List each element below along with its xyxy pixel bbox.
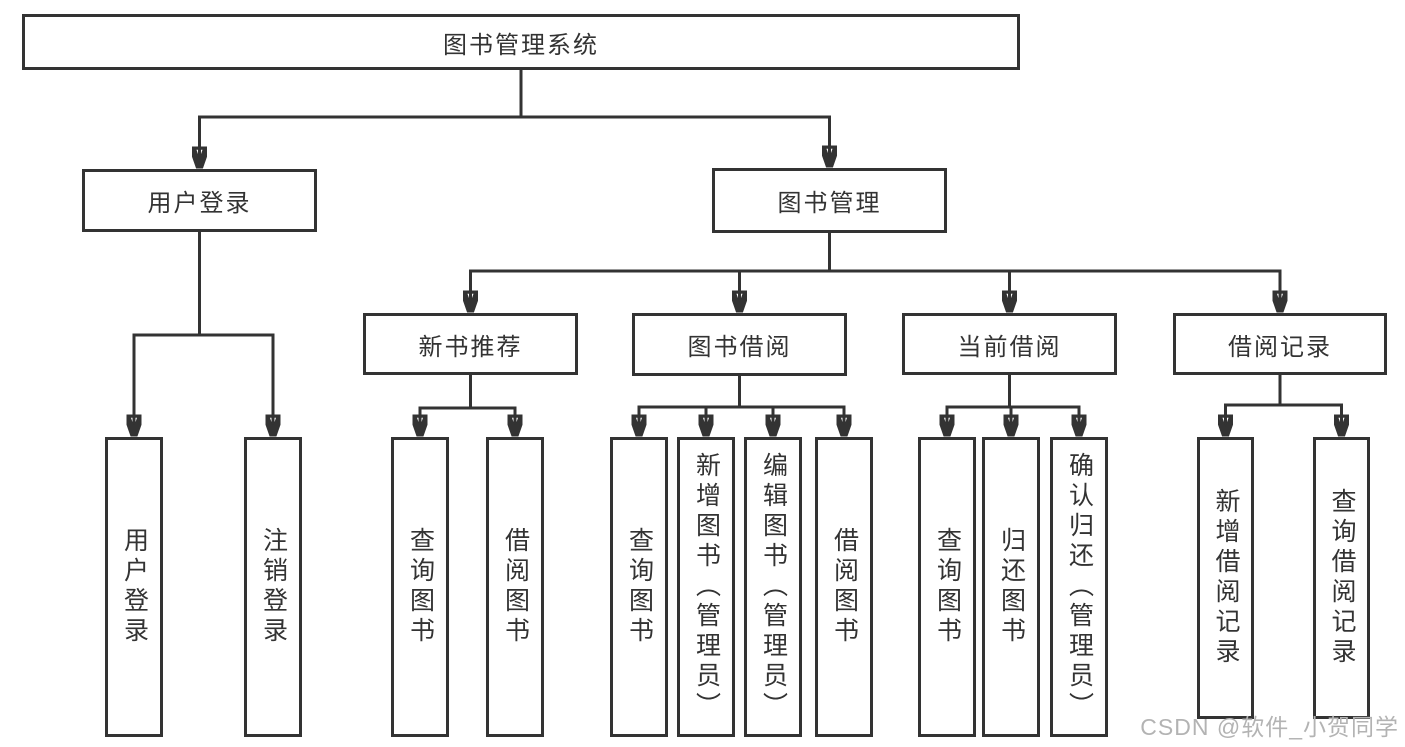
leaf-edit-books-admin: 编辑图书（管理员） [744, 437, 802, 737]
node-book-borrow: 图书借阅 [632, 313, 847, 376]
node-label: 图书借阅 [687, 334, 792, 361]
leaf-confirm-return-admin: 确认归还（管理员） [1050, 437, 1108, 737]
leaf-add-borrow-record: 新增借阅记录 [1197, 437, 1254, 719]
leaf-label: 查询图书 [406, 527, 435, 647]
leaf-label: 用户登录 [120, 527, 149, 647]
leaf-label: 确认归还（管理员） [1065, 452, 1094, 722]
node-current-borrow: 当前借阅 [902, 313, 1117, 375]
leaf-search-books-current: 查询图书 [918, 437, 976, 737]
leaf-add-books-admin: 新增图书（管理员） [677, 437, 735, 737]
leaf-label: 借阅图书 [830, 527, 859, 647]
borrow-records-connectors [1226, 375, 1342, 433]
leaf-label: 归还图书 [997, 527, 1026, 647]
leaf-label: 查询图书 [625, 527, 654, 647]
leaf-label: 编辑图书（管理员） [759, 452, 788, 722]
leaf-label: 注销登录 [259, 527, 288, 647]
node-book-management: 图书管理 [712, 168, 947, 233]
current-borrow-connectors [947, 375, 1079, 433]
leaf-label: 新增图书（管理员） [692, 452, 721, 722]
node-label: 当前借阅 [957, 333, 1062, 361]
leaf-borrow-books-recommend: 借阅图书 [486, 437, 544, 737]
csdn-watermark: CSDN @软件_小贺同学 [1140, 714, 1399, 740]
book-borrow-connectors [639, 376, 844, 433]
node-borrow-records: 借阅记录 [1173, 313, 1387, 375]
leaf-search-books-recommend: 查询图书 [391, 437, 449, 737]
root-to-level2-connectors [200, 70, 830, 165]
node-label: 用户登录 [147, 190, 252, 217]
leaf-label: 查询图书 [933, 527, 962, 647]
new-book-recommend-connectors [420, 375, 515, 433]
node-user-login: 用户登录 [82, 169, 317, 232]
leaf-search-borrow-record: 查询借阅记录 [1313, 437, 1370, 719]
leaf-user-login: 用户登录 [105, 437, 163, 737]
leaf-borrow-books: 借阅图书 [815, 437, 873, 737]
leaf-label: 查询借阅记录 [1328, 488, 1356, 668]
leaf-return-books: 归还图书 [982, 437, 1040, 737]
leaf-label: 借阅图书 [501, 527, 530, 647]
node-label: 新书推荐 [418, 333, 523, 361]
node-label: 借阅记录 [1228, 333, 1332, 361]
leaf-label: 新增借阅记录 [1212, 488, 1240, 668]
node-new-book-recommend: 新书推荐 [363, 313, 578, 375]
node-library-management-system: 图书管理系统 [22, 14, 1020, 70]
leaf-logout: 注销登录 [244, 437, 302, 737]
user-login-connectors [134, 232, 273, 433]
node-label: 图书管理 [777, 190, 882, 217]
book-management-connectors [471, 233, 1281, 309]
node-label: 图书管理系统 [443, 31, 599, 59]
leaf-search-books-borrow: 查询图书 [610, 437, 668, 737]
